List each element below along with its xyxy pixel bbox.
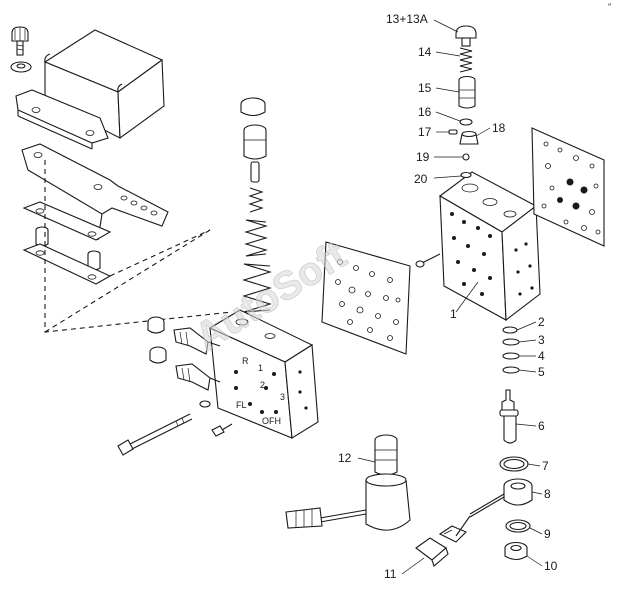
corner-mark: ” (608, 2, 611, 12)
part-14-spring (459, 47, 473, 73)
part-7-seal-ring (499, 456, 529, 472)
marking-ofh: OFH (262, 416, 281, 426)
callout-8: 8 (544, 487, 551, 501)
callout-leaders (357, 19, 543, 575)
part-12-solenoid (285, 434, 411, 531)
spring-medium (244, 219, 268, 257)
plug-fitting-upper (147, 316, 165, 334)
callout-labels: 13+13A 14 15 16 17 18 19 20 1 2 3 4 5 6 … (338, 12, 558, 581)
callout-17: 17 (418, 125, 432, 139)
valve-body-right (415, 171, 541, 322)
callout-9: 9 (544, 527, 551, 541)
separator-plate-left (321, 241, 411, 355)
part-11-connector (415, 515, 471, 567)
separator-plate-right (531, 127, 605, 247)
callout-19: 19 (416, 150, 430, 164)
callout-16: 16 (418, 105, 432, 119)
part-8-coil (469, 478, 533, 518)
part-9-ring (505, 519, 531, 533)
shim-plate (21, 143, 169, 241)
part-10-nut (504, 541, 528, 561)
spring-small (248, 187, 264, 213)
washer-top-left (10, 61, 32, 73)
marking-1: 1 (258, 363, 263, 373)
solenoid-connector-upper (173, 327, 221, 355)
callout-13-13a: 13+13A (386, 12, 428, 26)
assembly-dashed-outline (44, 160, 233, 333)
callout-5: 5 (538, 365, 545, 379)
part-20-ring (460, 171, 472, 179)
valve-cover (43, 29, 165, 140)
small-screw (211, 423, 233, 437)
callout-10: 10 (544, 559, 558, 573)
callout-3: 3 (538, 333, 545, 347)
separator-plate-left-holes (335, 259, 401, 341)
separator-plate-right-holes (541, 141, 601, 235)
plug-cap (240, 97, 266, 117)
callout-2: 2 (538, 315, 545, 329)
marking-3: 3 (280, 392, 285, 402)
pin-upper (250, 161, 260, 183)
callout-18: 18 (492, 121, 506, 135)
valve-body-left: R 1 2 3 FL OFH (208, 309, 319, 439)
part-2-oring (502, 326, 518, 334)
plug-fitting-lower (149, 346, 167, 364)
part-19-ball (462, 153, 470, 161)
valve-body-right-holes (450, 212, 534, 296)
sleeve-upper (243, 124, 267, 160)
callout-12: 12 (338, 451, 352, 465)
callout-1: 1 (450, 307, 457, 321)
callout-14: 14 (418, 45, 432, 59)
part-15-sleeve (458, 75, 476, 109)
callout-11: 11 (384, 567, 397, 581)
bolt-top-left (11, 26, 29, 56)
marking-fl: FL (236, 400, 247, 410)
spring-large (242, 263, 272, 313)
part-3-oring (502, 338, 520, 346)
part-4-oring (502, 352, 520, 360)
callout-20: 20 (414, 172, 428, 186)
callout-15: 15 (418, 81, 432, 95)
solenoid-connector-lower (175, 363, 221, 391)
small-washer (199, 400, 211, 408)
mounting-bracket (15, 89, 109, 150)
gasket-upper (22, 201, 112, 241)
callout-6: 6 (538, 419, 545, 433)
callout-7: 7 (542, 459, 549, 473)
marking-r: R (242, 356, 249, 366)
part-13-plug (455, 25, 477, 47)
part-16-oring (459, 118, 473, 126)
part-6-valve-stem (499, 389, 519, 444)
part-18-fitting (459, 130, 479, 145)
spacer-left (35, 226, 49, 247)
callout-4: 4 (538, 349, 545, 363)
part-17-pin (448, 129, 458, 135)
marking-2: 2 (260, 380, 265, 390)
long-bolt (117, 413, 193, 456)
part-5-oring (502, 366, 520, 374)
